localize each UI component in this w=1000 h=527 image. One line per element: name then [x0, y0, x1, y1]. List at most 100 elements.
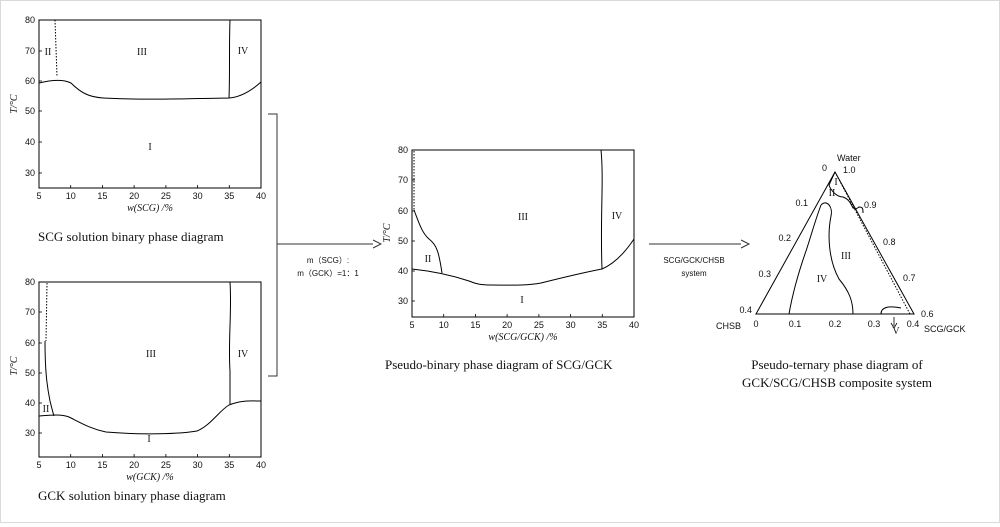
pb-ytick: 70	[398, 175, 408, 185]
ternary-bottom-tick: 0.4	[907, 319, 920, 329]
scg-tick-marks	[38, 19, 262, 188]
scg-caption: SCG solution binary phase diagram	[38, 229, 224, 244]
pb-x-axis-label: w(SCG/GCK) /%	[488, 332, 557, 343]
ternary-left-tick: 0.1	[795, 198, 808, 208]
scg-xtick: 30	[193, 191, 203, 201]
scg-ytick: 70	[25, 46, 35, 56]
gck-caption: GCK solution binary phase diagram	[38, 488, 226, 503]
ternary-right-tick: 0.6	[921, 309, 934, 319]
scg-region-IV: IV	[238, 46, 249, 57]
pb-xtick: 30	[566, 320, 576, 330]
scg-xtick: 5	[36, 191, 41, 201]
ternary-left-tick: 0.4	[739, 305, 752, 315]
pb-ytick: 30	[398, 296, 408, 306]
ternary-left-tick: 0.2	[778, 233, 791, 243]
ternary-corner-water: Water	[837, 153, 861, 163]
ternary-left-tick: 0.3	[758, 269, 771, 279]
scg-xtick: 40	[256, 191, 266, 201]
mix-ratio-line2: m（GCK）=1：1	[297, 269, 359, 278]
ternary-region-V-boundary	[880, 306, 902, 315]
pb-region-I: I	[520, 295, 523, 306]
pb-region-II: II	[425, 254, 432, 265]
ternary-left-tick: 0	[822, 163, 827, 173]
pb-left-boundary	[413, 209, 443, 274]
mix-ratio-line1: m（SCG）:	[307, 256, 349, 265]
gck-region-I: I	[147, 434, 150, 445]
pb-plot-frame	[411, 149, 635, 318]
ternary-corner-chsb: CHSB	[716, 321, 741, 331]
pb-ytick: 40	[398, 266, 408, 276]
ternary-region-I: I	[834, 177, 837, 188]
pb-xtick: 25	[534, 320, 544, 330]
pb-xtick: 5	[409, 320, 414, 330]
gck-xtick: 5	[36, 460, 41, 470]
ternary-dotted-boundary	[834, 171, 911, 315]
region-v-pointer-arrow	[890, 322, 898, 329]
gck-xtick: 25	[161, 460, 171, 470]
pb-xtick: 15	[470, 320, 480, 330]
scg-xtick: 10	[66, 191, 76, 201]
gck-region-II: II	[43, 404, 50, 415]
system-line1: SCG/GCK/CHSB	[663, 256, 724, 265]
ternary-bottom-tick: 0	[753, 319, 758, 329]
gck-xtick: 35	[224, 460, 234, 470]
scg-region-II: II	[45, 47, 52, 58]
pb-ytick: 60	[398, 206, 408, 216]
ternary-caption-line1: Pseudo-ternary phase diagram of	[751, 357, 923, 372]
arrow-1-head	[372, 239, 383, 249]
ternary-bottom-tick: 0.3	[868, 319, 881, 329]
pb-ytick: 80	[398, 145, 408, 155]
pb-y-axis-label: T/°C	[382, 223, 393, 242]
gck-region-III: III	[146, 349, 156, 360]
ternary-corner-scg-gck: SCG/GCK	[924, 324, 966, 334]
system-line2: system	[681, 269, 707, 278]
gck-ytick: 30	[25, 428, 35, 438]
ternary-bottom-tick: 0.1	[789, 319, 802, 329]
gck-xtick: 15	[97, 460, 107, 470]
scg-ytick: 50	[25, 106, 35, 116]
ternary-right-tick: 0.7	[903, 273, 916, 283]
scg-xtick: 35	[224, 191, 234, 201]
pseudo-binary-diagram: 5 10 15 20 25 30 35 40 30 40 50 60 70 80…	[382, 145, 639, 372]
scg-right-boundary	[228, 19, 231, 99]
scg-cloud-point-curve	[38, 79, 262, 100]
ternary-right-tick: 0.8	[883, 237, 896, 247]
pb-caption: Pseudo-binary phase diagram of SCG/GCK	[385, 357, 613, 372]
scg-xtick: 25	[161, 191, 171, 201]
pb-xtick: 40	[629, 320, 639, 330]
system-arrow: SCG/GCK/CHSB system	[649, 239, 751, 278]
gck-dotted-boundary	[45, 282, 48, 342]
gck-right-boundary	[228, 281, 232, 404]
scg-plot-frame	[38, 19, 262, 189]
scg-region-I: I	[148, 142, 151, 153]
gck-ytick: 70	[25, 307, 35, 317]
pb-region-IV: IV	[612, 211, 623, 222]
gck-plot-frame	[38, 281, 262, 458]
ternary-region-III-IV-boundary	[820, 202, 854, 315]
gck-cloud-point-curve	[38, 400, 262, 435]
gck-tick-marks	[38, 281, 262, 457]
gck-region-IV: IV	[238, 349, 249, 360]
arrow-2-head	[740, 239, 751, 249]
pseudo-ternary-diagram: Water CHSB SCG/GCK 0 0.1 0.2 0.3 0.4 1.0…	[716, 153, 966, 390]
ternary-region-V: V	[892, 326, 900, 337]
gck-ytick: 80	[25, 277, 35, 287]
scg-binary-diagram: 5 10 15 20 25 30 35 40 30 40 50 60 70 80…	[9, 15, 266, 244]
ternary-caption-line2: GCK/SCG/CHSB composite system	[742, 375, 932, 390]
scg-xtick: 20	[129, 191, 139, 201]
scg-ytick: 80	[25, 15, 35, 25]
ternary-region-I-II-boundary	[828, 171, 864, 214]
ternary-region-II: II	[829, 188, 836, 199]
ternary-region-III: III	[841, 251, 851, 262]
gck-left-boundary	[44, 340, 55, 417]
ternary-region-IV-left-boundary	[788, 204, 822, 315]
scg-ytick: 40	[25, 137, 35, 147]
pb-xtick: 35	[597, 320, 607, 330]
pb-region-III: III	[518, 212, 528, 223]
gck-ytick: 60	[25, 338, 35, 348]
pb-ytick: 50	[398, 236, 408, 246]
scg-dotted-boundary	[54, 19, 58, 77]
pb-cloud-point-curve	[411, 238, 635, 286]
